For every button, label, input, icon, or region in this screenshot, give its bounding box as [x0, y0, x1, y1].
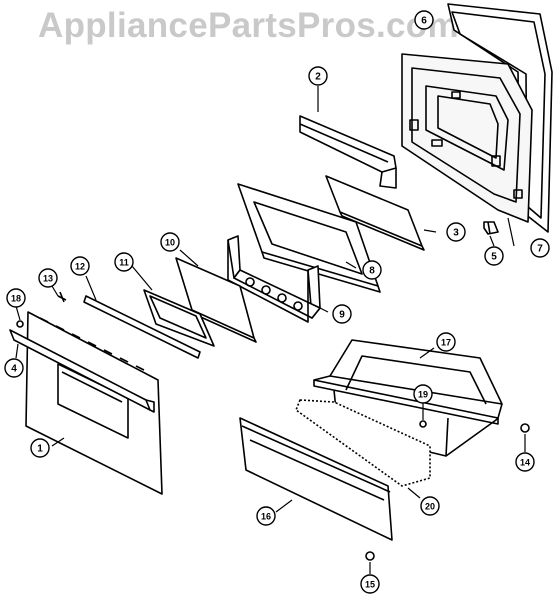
callout-number: 10	[165, 238, 175, 248]
callout-circle	[530, 238, 550, 258]
callout-circle	[515, 452, 535, 472]
callout-number: 13	[43, 274, 53, 284]
callout-circle	[414, 10, 434, 30]
callout-circle	[446, 222, 466, 242]
callout-number: 3	[453, 228, 459, 239]
callout-10[interactable]: 10	[160, 232, 180, 252]
callout-number: 16	[261, 512, 271, 522]
part-trim-strip[interactable]	[83, 295, 201, 359]
callout-number: 4	[11, 364, 17, 375]
callout-circle	[256, 506, 276, 526]
callout-circle	[413, 384, 433, 404]
callout-2[interactable]: 2	[308, 66, 328, 86]
callout-5[interactable]: 5	[484, 246, 504, 266]
callout-circle	[484, 246, 504, 266]
watermark: AppliancePartsPros.com	[38, 6, 459, 45]
callout-circle	[30, 438, 50, 458]
leader-lines	[15, 86, 526, 574]
callout-number: 12	[75, 262, 85, 272]
callout-circle	[420, 496, 440, 516]
part-drawer-screw[interactable]	[419, 420, 427, 428]
callout-circle	[360, 574, 380, 594]
callout-number: 5	[491, 252, 497, 263]
callout-1[interactable]: 1	[30, 438, 50, 458]
callout-17[interactable]: 17	[436, 332, 456, 352]
part-glass-window-frame[interactable]	[237, 183, 381, 293]
callout-number: 8	[369, 266, 375, 277]
callout-number: 6	[421, 16, 427, 27]
callout-circle	[332, 304, 352, 324]
callout-circle	[6, 288, 26, 308]
callout-15[interactable]: 15	[360, 574, 380, 594]
callout-14[interactable]: 14	[515, 452, 535, 472]
callout-6[interactable]: 6	[414, 10, 434, 30]
part-glass-window-inner[interactable]	[325, 175, 425, 251]
callout-number: 11	[119, 258, 129, 268]
callout-7[interactable]: 7	[530, 238, 550, 258]
callout-9[interactable]: 9	[332, 304, 352, 324]
callout-circle	[436, 332, 456, 352]
callout-circle	[4, 358, 24, 378]
callout-3[interactable]: 3	[446, 222, 466, 242]
callout-number: 19	[418, 390, 428, 400]
part-drawer-roller[interactable]	[520, 423, 530, 433]
callout-circle	[114, 252, 134, 272]
callout-number: 17	[441, 338, 451, 348]
part-hinge-clip[interactable]	[483, 221, 499, 235]
callout-number: 2	[315, 72, 321, 83]
callout-number: 18	[11, 294, 21, 304]
callout-20[interactable]: 20	[420, 496, 440, 516]
callout-number: 20	[425, 502, 435, 512]
part-drawer-roller-bottom[interactable]	[365, 551, 375, 561]
part-handle-screw[interactable]	[16, 320, 24, 328]
callout-number: 1	[37, 444, 43, 455]
callout-number: 7	[537, 244, 543, 255]
callout-19[interactable]: 19	[413, 384, 433, 404]
part-storage-drawer-body[interactable]	[313, 339, 503, 457]
callout-12[interactable]: 12	[70, 256, 90, 276]
part-drawer-front-panel[interactable]	[239, 417, 393, 541]
callout-8[interactable]: 8	[362, 260, 382, 280]
part-door-inner-liner[interactable]	[401, 53, 533, 223]
callout-circle	[362, 260, 382, 280]
callout-11[interactable]: 11	[114, 252, 134, 272]
part-door-top-trim[interactable]	[299, 115, 397, 189]
part-window-gasket-frame[interactable]	[143, 289, 215, 347]
callout-number: 9	[339, 310, 345, 321]
callout-13[interactable]: 13	[38, 268, 58, 288]
part-drawer-front-trim[interactable]	[295, 399, 431, 487]
callout-18[interactable]: 18	[6, 288, 26, 308]
part-door-handle[interactable]	[9, 329, 155, 413]
callout-4[interactable]: 4	[4, 358, 24, 378]
callout-circle	[308, 66, 328, 86]
part-door-screw[interactable]	[57, 291, 67, 303]
callout-number: 14	[520, 458, 530, 468]
callout-circle	[160, 232, 180, 252]
callout-16[interactable]: 16	[256, 506, 276, 526]
part-insulation-shield[interactable]	[227, 235, 321, 323]
callout-circle	[38, 268, 58, 288]
callout-circle	[70, 256, 90, 276]
callout-number: 15	[365, 580, 375, 590]
